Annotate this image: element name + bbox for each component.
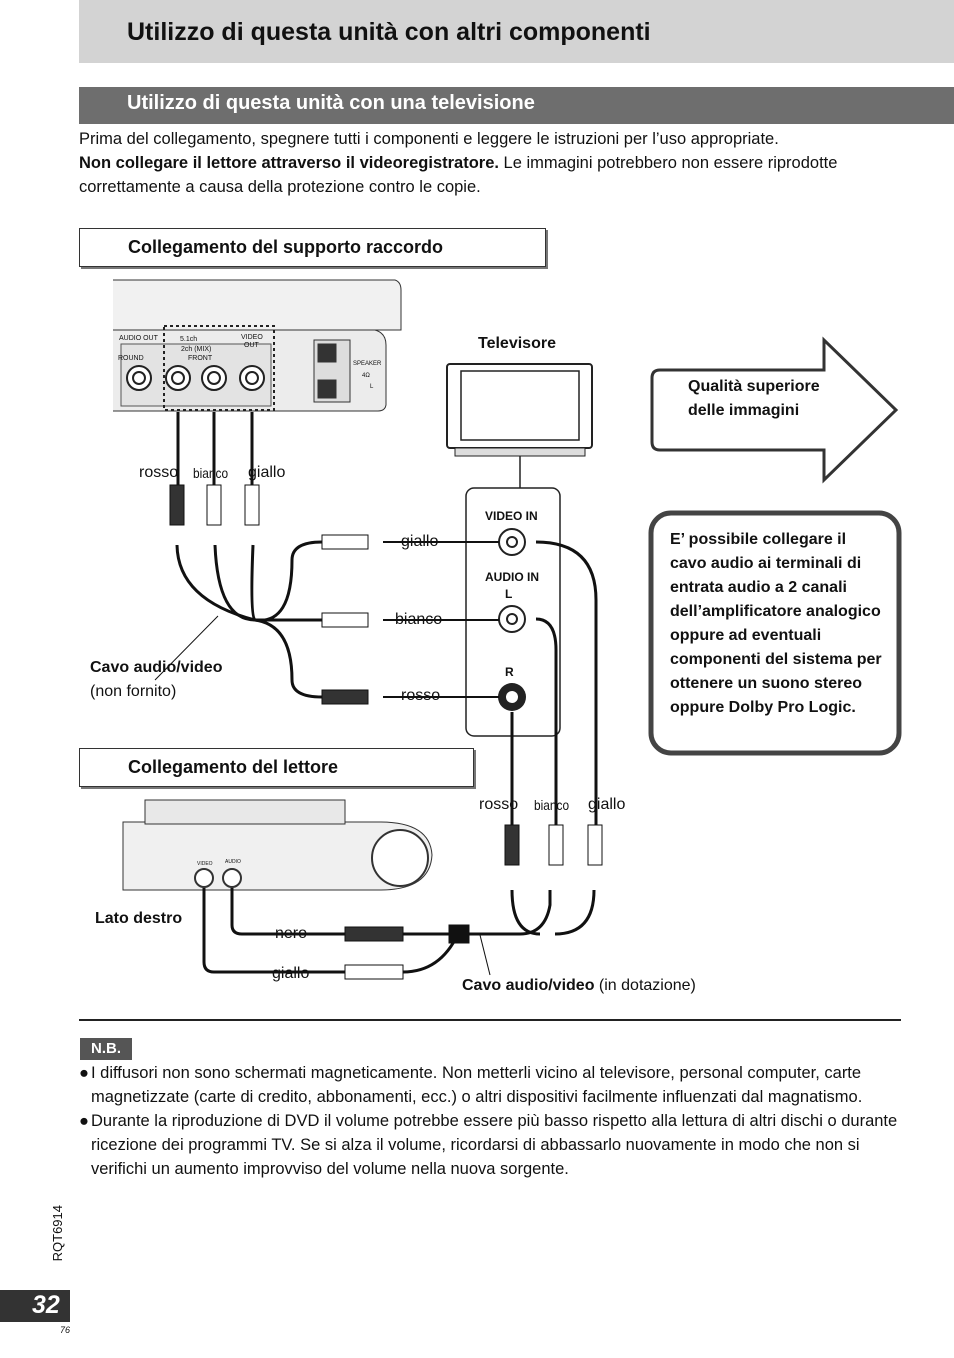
cable2-title: Cavo audio/video	[462, 977, 595, 994]
dock-unit	[113, 279, 402, 412]
dock-rosso: rosso	[139, 464, 179, 481]
list-item: ●Durante la riproduzione di DVD il volum…	[79, 1109, 899, 1181]
section-title: Utilizzo di questa unità con una televis…	[127, 92, 535, 114]
box-player-title: Collegamento del lettore	[128, 757, 339, 777]
player-cables	[202, 540, 598, 976]
page-number-box	[0, 1290, 70, 1322]
television	[446, 363, 593, 457]
bullet-icon: ●	[79, 1112, 89, 1130]
panel-video-label: VIDEO	[241, 334, 263, 341]
tv-giallo: giallo	[401, 533, 439, 550]
quality-arrow	[650, 336, 899, 484]
tv-jacks	[498, 528, 526, 711]
document-code: RQT6914	[50, 1205, 65, 1262]
intro-line: Prima del collegamento, spegnere tutti i…	[79, 130, 779, 148]
audio-r-label: R	[505, 665, 514, 679]
panel-ohm: 4Ω	[362, 373, 370, 379]
player-video-jack-label: VIDEO	[197, 861, 213, 867]
intro-rest: Le immagini potrebbero non essere riprod…	[79, 154, 838, 196]
cable2-caption: Cavo audio/video (in dotazione)	[462, 977, 696, 995]
lato-destro-label: Lato destro	[95, 910, 183, 927]
arrow-text: Qualità superiore delle immagini	[688, 378, 820, 419]
divider	[79, 1019, 901, 1021]
audio-in-label: AUDIO IN	[485, 570, 539, 584]
panel-front: FRONT	[188, 355, 213, 362]
cable1-title: Cavo audio/video	[90, 659, 223, 676]
giallo-plug-label: giallo	[272, 965, 310, 982]
section-bar	[79, 87, 954, 124]
player-plugs	[344, 824, 603, 980]
page-title: Utilizzo di questa unità con altri compo…	[127, 18, 651, 46]
nb-list: ●I diffusori non sono schermati magnetic…	[79, 1061, 899, 1181]
nero-label: nero	[275, 925, 308, 942]
rca-plugs-horizontal	[321, 534, 369, 705]
nb-item-text: I diffusori non sono schermati magnetica…	[91, 1064, 863, 1106]
player-giallo: giallo	[588, 796, 626, 813]
player-bianco: bianco	[534, 797, 570, 813]
sub-page-number: 76	[60, 1325, 71, 1335]
panel-speaker: SPEAKER	[353, 361, 382, 367]
tv-bianco: bianco	[395, 611, 443, 628]
panel-51ch: 5.1ch	[180, 336, 198, 343]
box-dock-connection: Collegamento del supporto raccordo	[79, 228, 546, 267]
intro-warning: Non collegare il lettore attraverso il v…	[79, 154, 499, 172]
tv-rosso: rosso	[401, 687, 441, 704]
player-audio-jack-label: AUDIO	[225, 859, 241, 865]
audio-l-label: L	[505, 587, 513, 601]
panel-l: L	[370, 384, 374, 390]
intro-text: Prima del collegamento, spegnere tutti i…	[79, 127, 899, 199]
panel-audio-out: AUDIO OUT	[119, 335, 158, 342]
box-player-connection: Collegamento del lettore	[79, 748, 474, 787]
bullet-icon: ●	[79, 1064, 89, 1082]
player-rosso: rosso	[479, 796, 519, 813]
page-number: 32	[32, 1291, 60, 1319]
rca-plugs-vertical	[169, 484, 260, 526]
panel-round: ROUND	[118, 355, 144, 362]
cable1-note: (non fornito)	[90, 683, 177, 700]
dock-bianco: bianco	[193, 465, 229, 481]
dock-giallo: giallo	[248, 464, 286, 481]
player-unit	[122, 799, 433, 891]
title-bar	[79, 0, 954, 63]
list-item: ●I diffusori non sono schermati magnetic…	[79, 1061, 899, 1109]
box-dock-title: Collegamento del supporto raccordo	[128, 237, 444, 257]
panel-out-label: OUT	[244, 342, 259, 349]
connection-diagram	[113, 279, 902, 980]
note-bubble	[648, 510, 902, 756]
nb-badge: N.B.	[80, 1038, 132, 1060]
panel-2ch: 2ch (MIX)	[181, 346, 212, 353]
dock-cables	[154, 412, 499, 699]
cable1-caption: Cavo audio/video (non fornito)	[90, 656, 222, 704]
nb-item-text: Durante la riproduzione di DVD il volume…	[91, 1112, 898, 1178]
tv-label: Televisore	[478, 335, 556, 352]
cable2-note: (in dotazione)	[594, 977, 696, 994]
video-in-label: VIDEO IN	[485, 509, 538, 523]
note-text: E’ possibile collegare il cavo audio ai …	[670, 531, 882, 716]
